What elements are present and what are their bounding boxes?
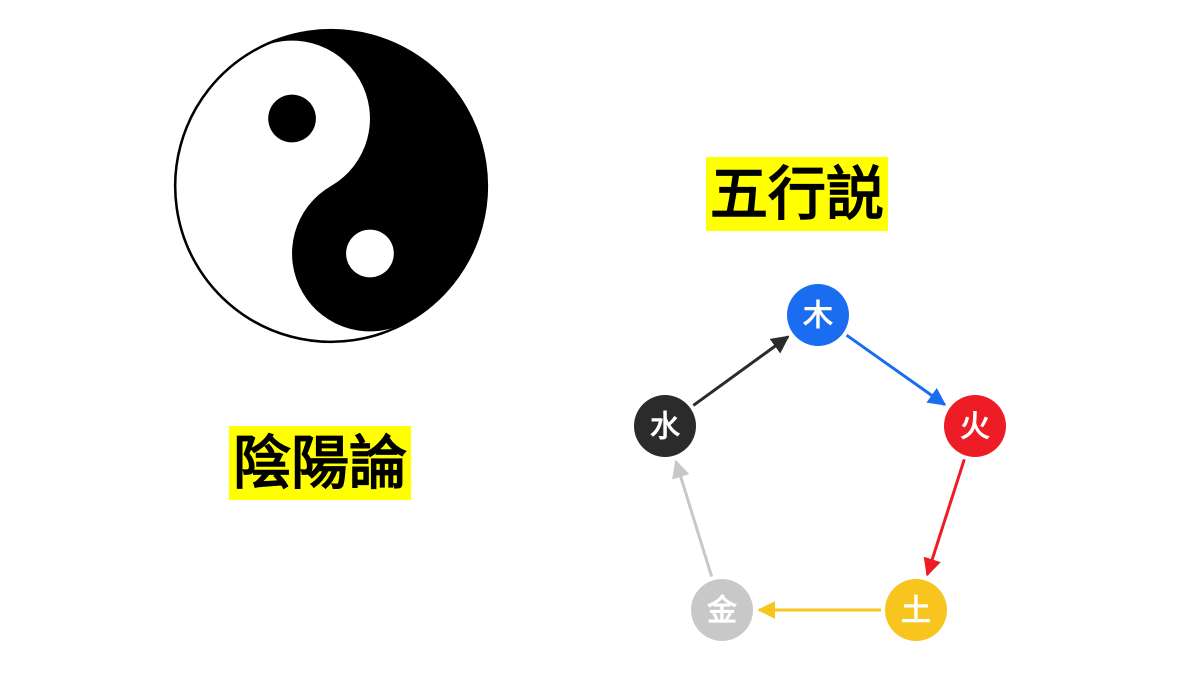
- yin-yang-symbol: [173, 28, 489, 344]
- yang-dot: [268, 94, 316, 143]
- element-circle-metal: [691, 579, 753, 641]
- element-label-metal: 金: [706, 594, 738, 629]
- yinyang-title: 陰陽論: [229, 426, 412, 500]
- element-circle-wood: [787, 284, 849, 346]
- element-nodes: 木火土 金 水: [634, 284, 1006, 641]
- element-node-water: 水: [634, 395, 696, 457]
- element-node-wood: 木: [787, 284, 849, 346]
- element-label-wood: 木: [802, 299, 833, 334]
- element-node-fire: 火: [944, 395, 1006, 457]
- element-label-water: 水: [650, 410, 681, 445]
- element-circle-water: [634, 395, 696, 457]
- arrow-water-to-wood: [692, 335, 790, 407]
- element-circle-fire: [944, 395, 1006, 457]
- element-label-earth: 土: [901, 594, 931, 629]
- arrow-fire-to-earth: [923, 458, 966, 577]
- element-circle-earth: [885, 579, 947, 641]
- wuxing-title: 五行説: [706, 157, 889, 231]
- cycle-arrows: [672, 333, 966, 619]
- wuxing-cycle-diagram: 木火土 金 水: [634, 284, 1006, 641]
- element-node-earth: 土: [885, 579, 947, 641]
- yin-dot: [346, 229, 394, 278]
- element-label-fire: 火: [960, 410, 990, 445]
- arrow-metal-to-water: [672, 459, 714, 578]
- element-node-metal: 金: [691, 579, 753, 641]
- arrow-wood-to-fire: [845, 333, 947, 406]
- yin-half: [253, 30, 487, 332]
